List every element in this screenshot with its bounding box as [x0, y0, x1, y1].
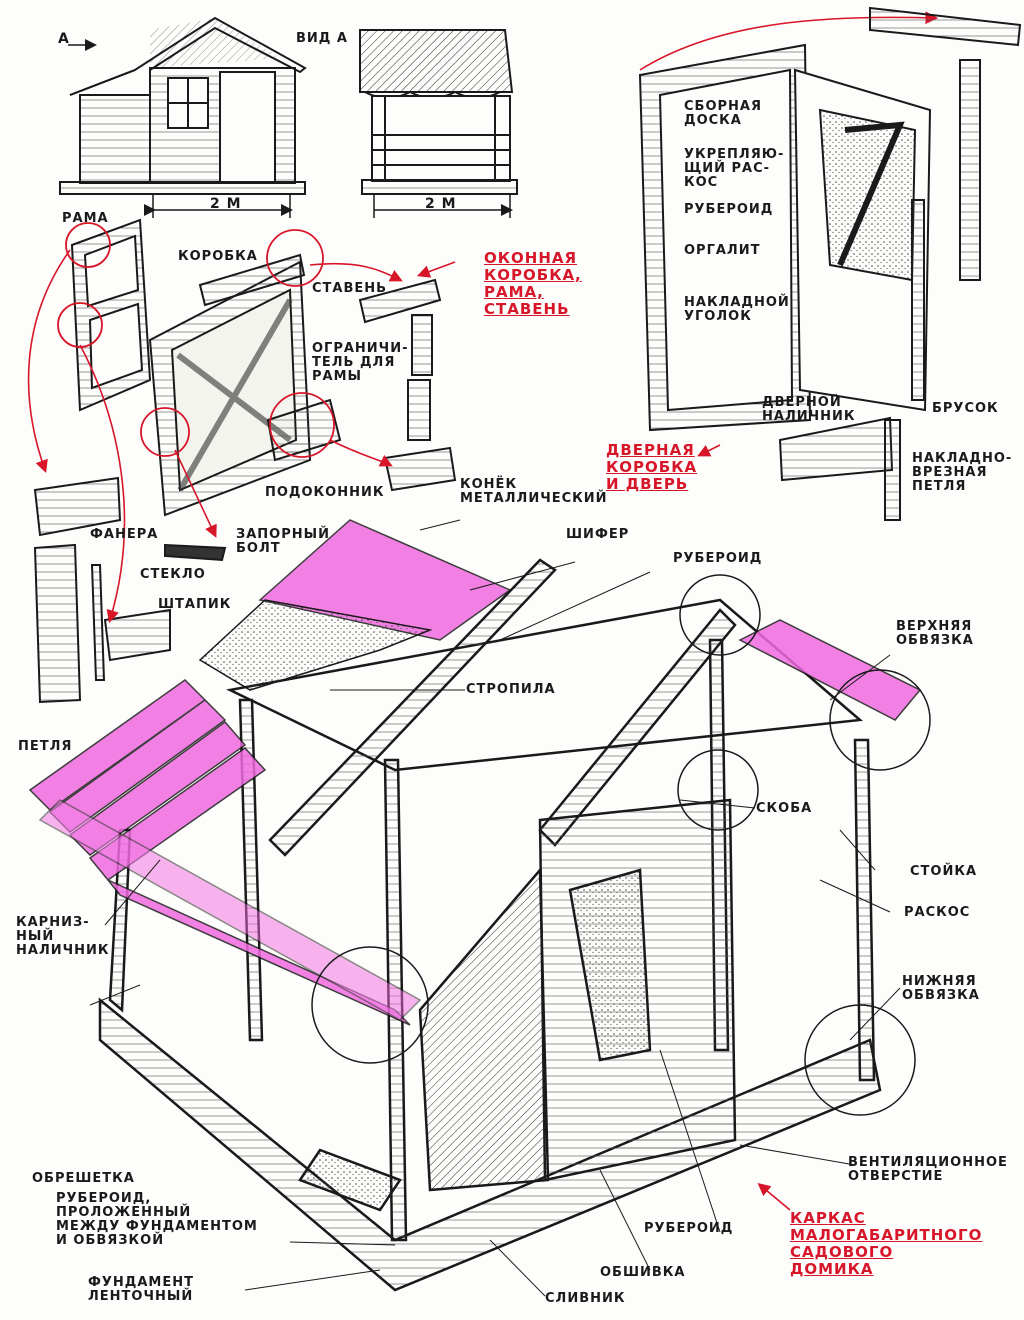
- label-fundament: ФУНДАМЕНТ ЛЕНТОЧНЫЙ: [88, 1275, 194, 1304]
- label-slivnik: СЛИВНИК: [545, 1291, 626, 1306]
- label-nakladnoy-ugolok: НАКЛАДНОЙ УГОЛОК: [684, 295, 790, 324]
- label-zapornyi-bolt: ЗАПОРНЫЙ БОЛТ: [236, 527, 330, 556]
- roof-slate: [198, 599, 433, 691]
- label-ogranichitel: ОГРАНИЧИ- ТЕЛЬ ДЛЯ РАМЫ: [312, 341, 409, 384]
- pointer-lines: [89, 519, 901, 1297]
- label-nakladno-petlya: НАКЛАДНО- ВРЕЗНАЯ ПЕТЛЯ: [912, 451, 1013, 494]
- arrow-a-label: А: [58, 31, 70, 47]
- window-parts: [33, 278, 457, 704]
- label-verkhnyaya-obvyazka: ВЕРХНЯЯ ОБВЯЗКА: [896, 619, 974, 648]
- label-brusok: БРУСОК: [932, 401, 999, 416]
- house-side-view: [359, 29, 518, 195]
- label-podokonnik: ПОДОКОННИК: [265, 485, 385, 500]
- house-front-view: [59, 16, 307, 195]
- window-box-korobka: [148, 253, 342, 517]
- frame-section-title: КАРКАС МАЛОГАБАРИТНОГО САДОВОГО ДОМИКА: [790, 1209, 983, 1278]
- roof-pink: [28, 519, 922, 1026]
- window-section-title: ОКОННАЯ КОРОБКА, РАМА, СТАВЕНЬ: [484, 249, 582, 318]
- label-obshivka: ОБШИВКА: [600, 1265, 686, 1280]
- label-korobka: КОРОБКА: [178, 249, 258, 264]
- label-raskos: РАСКОС: [904, 905, 971, 920]
- label-ruberoid-roof: РУБЕРОИД: [673, 551, 763, 566]
- view-a-label: ВИД А: [296, 31, 348, 46]
- door-section-title: ДВЕРНАЯ КОРОБКА И ДВЕРЬ: [606, 441, 698, 493]
- label-obreshetka: ОБРЕШЕТКА: [32, 1171, 135, 1186]
- width-left-label: 2 м: [210, 196, 242, 212]
- label-ruberoid-wall: РУБЕРОИД: [644, 1221, 734, 1236]
- door-assembly: [638, 6, 1022, 521]
- label-petlya: ПЕТЛЯ: [18, 739, 73, 754]
- width-right-label: 2 м: [425, 196, 457, 212]
- label-konek: КОНЁК МЕТАЛЛИЧЕСКИЙ: [460, 477, 608, 506]
- red-circles: [57, 222, 335, 458]
- house-frame: [98, 558, 882, 1292]
- window-frame-rama: [70, 218, 152, 412]
- label-ventilyatsionnoe: ВЕНТИЛЯЦИОННОЕ ОТВЕРСТИЕ: [848, 1155, 1008, 1184]
- label-stropila: СТРОПИЛА: [466, 682, 556, 697]
- label-nizhnyaya-obvyazka: НИЖНЯЯ ОБВЯЗКА: [902, 974, 980, 1003]
- label-ukreplyayushchiy: УКРЕПЛЯЮ- ЩИЙ РАС- КОС: [684, 147, 785, 190]
- label-shtapik: ШТАПИК: [158, 597, 232, 612]
- label-rama: РАМА: [62, 211, 109, 226]
- label-stoyka: СТОЙКА: [910, 864, 978, 879]
- label-shifer: ШИФЕР: [566, 527, 630, 542]
- label-ruberoid-fundament: РУБЕРОИД, ПРОЛОЖЕННЫЙ МЕЖДУ ФУНДАМЕНТОМ …: [56, 1191, 258, 1248]
- label-fanera: ФАНЕРА: [90, 527, 159, 542]
- label-dvernoy-nalichnik: ДВЕРНОЙ НАЛИЧНИК: [762, 395, 856, 424]
- detail-circles: [311, 574, 931, 1116]
- label-staven: СТАВЕНЬ: [312, 281, 388, 296]
- label-sbornaya-doska: СБОРНАЯ ДОСКА: [684, 99, 762, 128]
- label-skoba: СКОБА: [756, 801, 813, 816]
- dimension-lines: [68, 39, 513, 218]
- label-karniznyy: КАРНИЗ- НЫЙ НАЛИЧНИК: [16, 915, 110, 958]
- label-steklo: СТЕКЛО: [140, 567, 206, 582]
- label-orgalit: ОРГАЛИТ: [684, 243, 761, 258]
- label-ruberoid-door: РУБЕРОИД: [684, 202, 774, 217]
